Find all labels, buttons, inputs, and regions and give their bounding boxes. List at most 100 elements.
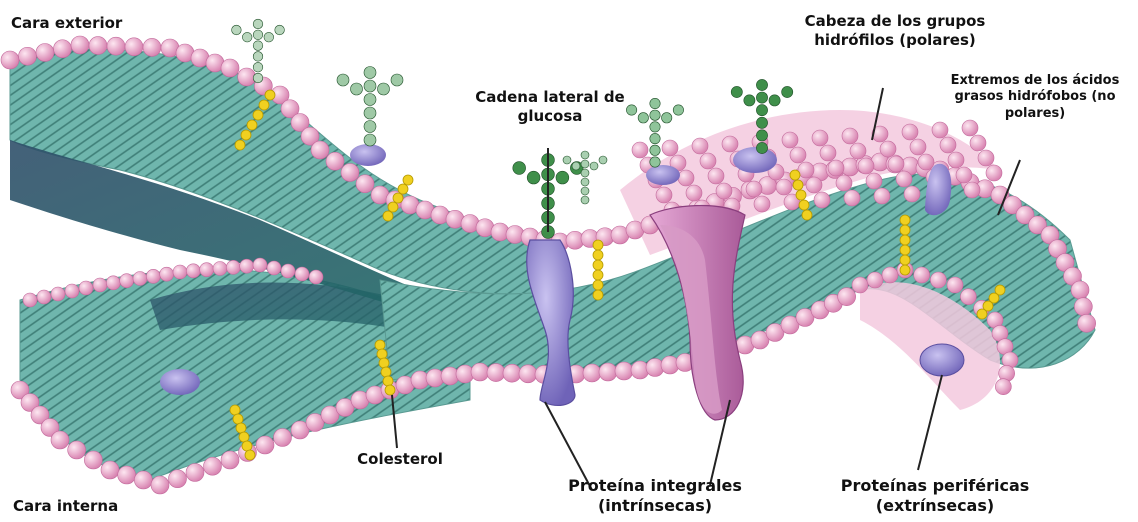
head-bead	[836, 175, 852, 191]
head-bead	[503, 364, 521, 382]
cholesterol-ring	[403, 175, 413, 185]
head-bead	[838, 288, 856, 306]
head-bead	[23, 293, 37, 307]
head-bead	[253, 258, 267, 272]
head-bead	[71, 36, 89, 54]
label-outer-face: Cara exterior	[11, 14, 122, 33]
head-bead	[904, 186, 920, 202]
head-bead	[68, 441, 86, 459]
head-bead	[146, 269, 160, 283]
label-tails-line3: polares)	[935, 106, 1135, 122]
head-bead	[874, 188, 890, 204]
head-bead	[656, 187, 672, 203]
cholesterol-ring	[379, 358, 389, 368]
glucose-chain	[337, 67, 403, 147]
cholesterol-ring	[230, 405, 240, 415]
protein-blob-3	[733, 147, 777, 173]
head-bead	[852, 277, 868, 293]
head-bead	[918, 154, 934, 170]
head-bead	[798, 162, 814, 178]
head-bead	[960, 289, 976, 305]
head-bead	[133, 272, 147, 286]
head-bead	[956, 167, 972, 183]
head-bead	[842, 128, 858, 144]
head-bead	[341, 164, 359, 182]
head-bead	[160, 267, 174, 281]
cholesterol-ring	[900, 225, 910, 235]
cholesterol-ring	[388, 202, 398, 212]
cholesterol-ring	[796, 190, 806, 200]
protein-blob-1	[160, 369, 200, 395]
head-bead	[134, 471, 152, 489]
head-bead	[858, 158, 874, 174]
head-bead	[1078, 314, 1096, 332]
label-inner-face: Cara interna	[13, 497, 118, 516]
cholesterol-ring	[593, 280, 603, 290]
cholesterol-ring	[236, 423, 246, 433]
head-bead	[930, 272, 946, 288]
head-bead	[866, 173, 882, 189]
cholesterol-ring	[593, 270, 603, 280]
head-bead	[204, 457, 222, 475]
label-cholesterol: Colesterol	[340, 450, 460, 469]
head-bead	[776, 179, 792, 195]
head-bead	[828, 160, 844, 176]
head-bead	[686, 185, 702, 201]
head-bead	[200, 263, 214, 277]
head-bead	[692, 138, 708, 154]
head-bead	[186, 464, 204, 482]
head-bead	[79, 281, 93, 295]
head-bead	[169, 470, 187, 488]
head-bead	[615, 362, 633, 380]
cholesterol-ring	[245, 450, 255, 460]
cholesterol-ring	[239, 432, 249, 442]
head-bead	[106, 276, 120, 290]
head-bead	[1, 51, 19, 69]
cholesterol-ring	[900, 235, 910, 245]
head-bead	[820, 145, 836, 161]
cholesterol-ring	[790, 170, 800, 180]
cholesterol-ring	[265, 90, 275, 100]
head-bead	[93, 278, 107, 292]
glucose-chain	[563, 151, 607, 204]
cholesterol-ring	[393, 193, 403, 203]
head-bead	[948, 152, 964, 168]
head-bead	[54, 40, 72, 58]
head-bead	[867, 272, 883, 288]
head-bead	[914, 267, 930, 283]
head-bead	[896, 171, 912, 187]
head-bead	[213, 262, 227, 276]
head-bead	[947, 277, 963, 293]
label-heads-line2: hidrófilos (polares)	[790, 31, 1000, 50]
head-bead	[256, 436, 274, 454]
cholesterol-ring	[900, 245, 910, 255]
head-bead	[125, 38, 143, 56]
cholesterol-ring	[593, 250, 603, 260]
head-bead	[519, 365, 537, 383]
head-bead	[471, 363, 489, 381]
cholesterol-ring	[593, 260, 603, 270]
cholesterol-ring	[799, 200, 809, 210]
cholesterol-ring	[385, 385, 395, 395]
cholesterol-ring	[247, 120, 257, 130]
label-integral-line1: Proteína integrales	[540, 476, 770, 496]
head-bead	[143, 38, 161, 56]
head-bead	[118, 466, 136, 484]
head-bead	[662, 140, 678, 156]
head-bead	[151, 476, 169, 494]
head-bead	[962, 120, 978, 136]
head-bead	[882, 267, 898, 283]
cholesterol-ring	[381, 367, 391, 377]
head-bead	[311, 141, 329, 159]
cholesterol-ring	[398, 184, 408, 194]
head-bead	[173, 265, 187, 279]
head-bead	[101, 461, 119, 479]
label-peripheral-proteins: Proteínas periféricas (extrínsecas)	[815, 476, 1055, 516]
label-peripheral-line1: Proteínas periféricas	[815, 476, 1055, 496]
cholesterol-ring	[383, 211, 393, 221]
head-bead	[632, 142, 648, 158]
head-bead	[583, 364, 601, 382]
label-glucose-chain-line2: glucosa	[455, 107, 645, 126]
head-bead	[107, 37, 125, 55]
